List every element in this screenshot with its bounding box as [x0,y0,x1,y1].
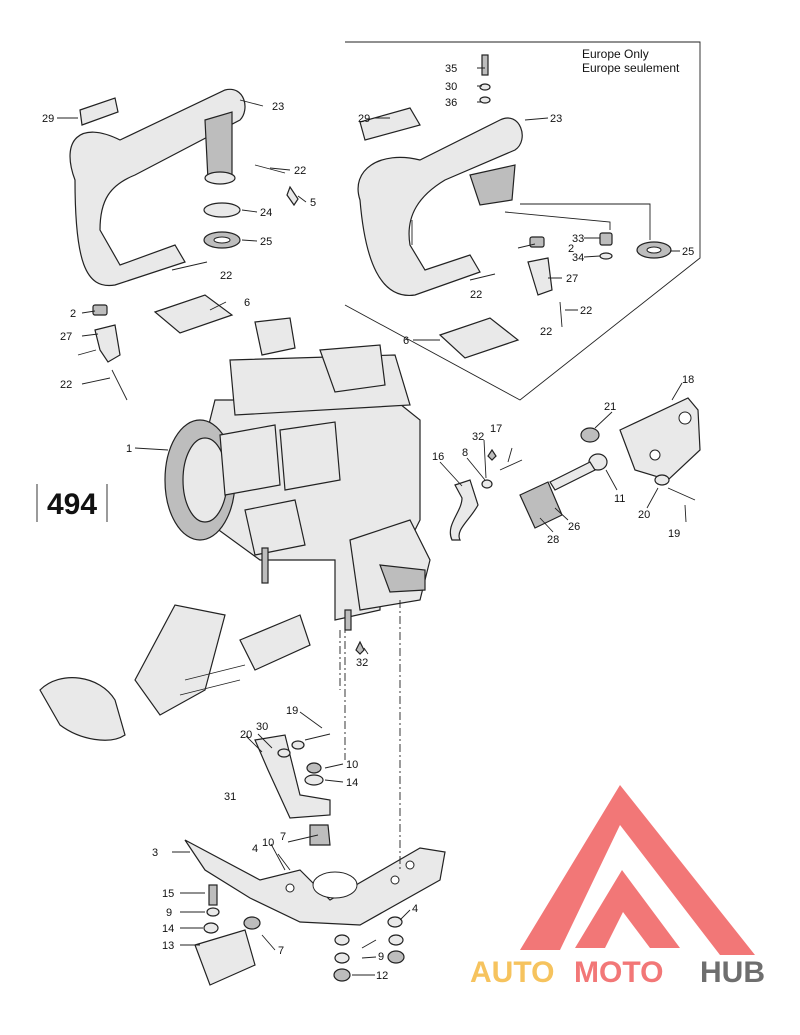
callout-label: 30 [256,721,268,733]
watermark-logo: AUTO MOTO HUB [470,785,765,989]
callout-label: 22 [470,289,482,301]
support-left [77,304,121,363]
callout-label: 6 [244,297,250,309]
watermark-hub: HUB [700,956,765,989]
callout-label: 15 [162,888,174,900]
callout-label: 26 [568,521,580,533]
callout-label: 29 [42,113,54,125]
manifold [39,604,311,741]
callout-label: 30 [445,81,457,93]
pipe-springs [111,164,286,401]
callout-label: 34 [572,252,584,264]
alignment-lines [339,600,401,870]
bracket-lower [254,733,331,846]
gaskets-left [203,185,299,249]
callout-label: 11 [614,493,625,505]
callout-label: 32 [356,657,368,669]
callout-label: 27 [60,331,72,343]
page-number: 494 [47,488,97,521]
callout-label: 28 [547,534,559,546]
callout-label: 22 [580,305,592,317]
inset-pipe [357,54,523,296]
callout-label: 20 [638,509,650,521]
callout-label: 5 [310,197,316,209]
callout-label: 12 [376,970,388,982]
callout-label: 10 [262,837,274,849]
pad-left [153,294,234,334]
callout-label: 4 [412,903,418,915]
callout-label: 23 [272,101,284,113]
inset-hardware [411,83,672,328]
leader-lines [57,67,687,976]
callout-label: 10 [346,759,358,771]
callout-label: 23 [550,113,562,125]
callout-label: 14 [346,777,358,789]
callout-label: 36 [445,97,457,109]
callout-label: 6 [403,335,409,347]
callout-label: 2 [70,308,76,320]
callout-label: 9 [166,907,172,919]
callout-label: 7 [280,831,286,843]
watermark-moto: MOTO [574,956,663,989]
callout-label: 24 [260,207,272,219]
inset-note-line-1: Europe Only [582,47,649,61]
callout-label: 16 [432,451,444,463]
engine [164,317,431,631]
callout-label: 22 [294,165,306,177]
mount-right [449,397,701,541]
callout-label: 22 [220,270,232,282]
callout-label: 7 [278,945,284,957]
callout-label: 8 [462,447,468,459]
callout-label: 25 [260,236,272,248]
callout-label: 22 [60,379,72,391]
callout-label: 1 [126,443,132,455]
mount-plate [184,839,446,926]
callout-label: 19 [286,705,298,717]
callout-label: 4 [252,843,258,855]
callout-label: 13 [162,940,174,952]
callout-label: 14 [162,923,174,935]
callout-label: 22 [540,326,552,338]
inset-frame [344,41,701,401]
callout-label: 9 [378,951,384,963]
callout-label: 35 [445,63,457,75]
callout-label: 31 [224,791,236,803]
callout-label: 32 [472,431,484,443]
pad-right [438,317,520,359]
callout-label: 3 [152,847,158,859]
mount-hardware-lower [194,884,405,986]
watermark-auto: AUTO [470,956,554,989]
callout-labels: 29 23 22 5 24 25 22 6 2 27 22 1 35 30 36… [42,63,694,982]
callout-label: 20 [240,729,252,741]
callout-label: 18 [682,374,694,386]
callout-label: 21 [604,401,616,413]
callout-label: 33 [572,233,584,245]
oil-drop [355,640,365,655]
callout-label: 27 [566,273,578,285]
page-number-bar [36,484,108,522]
inset-note-line-2: Europe seulement [582,61,680,75]
callout-label: 17 [490,423,502,435]
callout-label: 29 [358,113,370,125]
tuned-pipe [69,88,246,287]
callout-label: 19 [668,528,680,540]
callout-label: 2 [568,243,574,255]
callout-label: 25 [682,246,694,258]
